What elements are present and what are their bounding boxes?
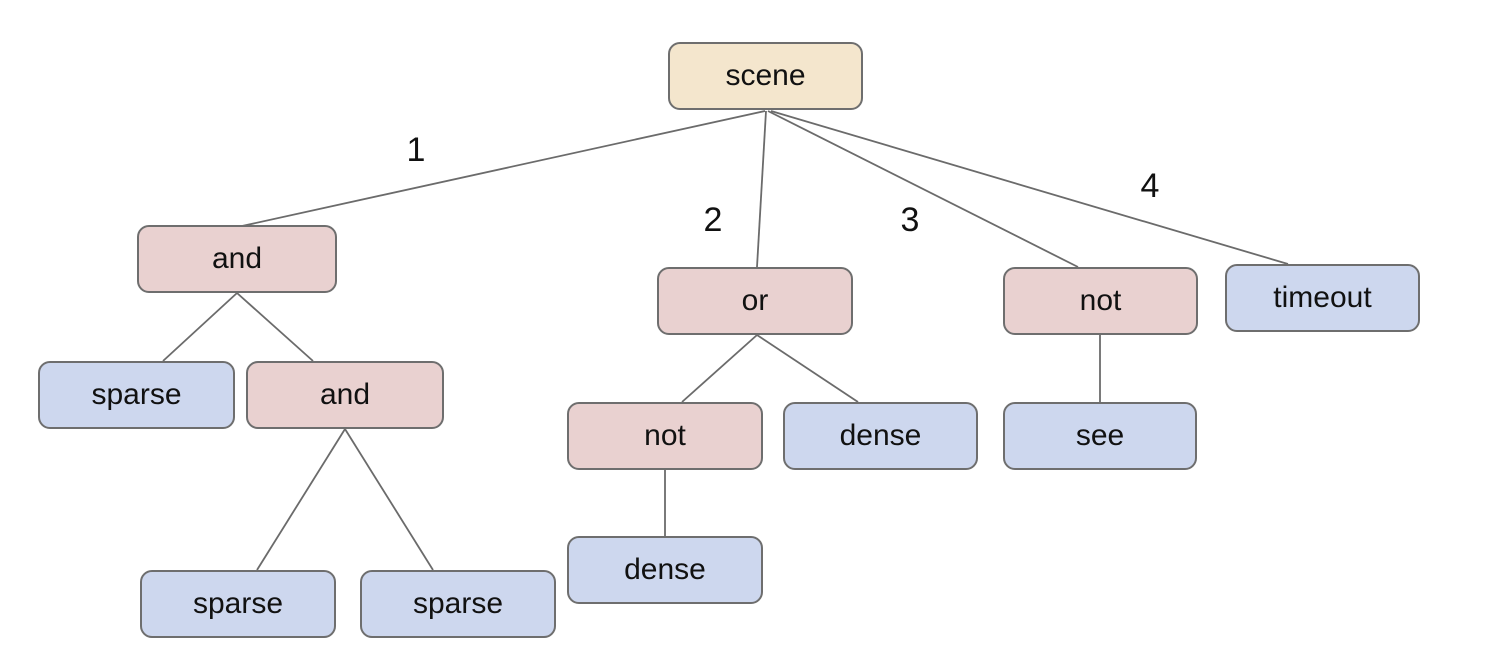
node-and-1: and xyxy=(137,225,337,293)
edge-or-dense xyxy=(756,334,859,403)
edge-label-4: 4 xyxy=(1141,167,1160,205)
node-not-1: not xyxy=(1003,267,1198,335)
node-dense-2: dense xyxy=(567,536,763,604)
node-scene: scene xyxy=(668,42,863,110)
node-and-2: and xyxy=(246,361,444,429)
node-sparse-3: sparse xyxy=(360,570,556,638)
node-sparse-2: sparse xyxy=(140,570,336,638)
edge-and2-sparse3 xyxy=(344,428,434,571)
node-not-2: not xyxy=(567,402,763,470)
node-dense-1: dense xyxy=(783,402,978,470)
edge-scene-and xyxy=(241,110,766,227)
edge-label-2: 2 xyxy=(704,201,723,239)
node-or: or xyxy=(657,267,853,335)
edge-label-3: 3 xyxy=(901,201,920,239)
edge-and2-sparse2 xyxy=(256,428,346,571)
edge-label-1: 1 xyxy=(407,131,426,169)
node-sparse-1: sparse xyxy=(38,361,235,429)
node-see: see xyxy=(1003,402,1197,470)
edge-or-not xyxy=(681,334,758,403)
edge-scene-or xyxy=(756,110,767,268)
node-timeout: timeout xyxy=(1225,264,1420,332)
edge-scene-not xyxy=(767,110,1079,268)
edge-scene-timeout xyxy=(770,110,1289,265)
edge-and-sparse xyxy=(162,292,238,362)
edge-and-and xyxy=(236,292,314,362)
